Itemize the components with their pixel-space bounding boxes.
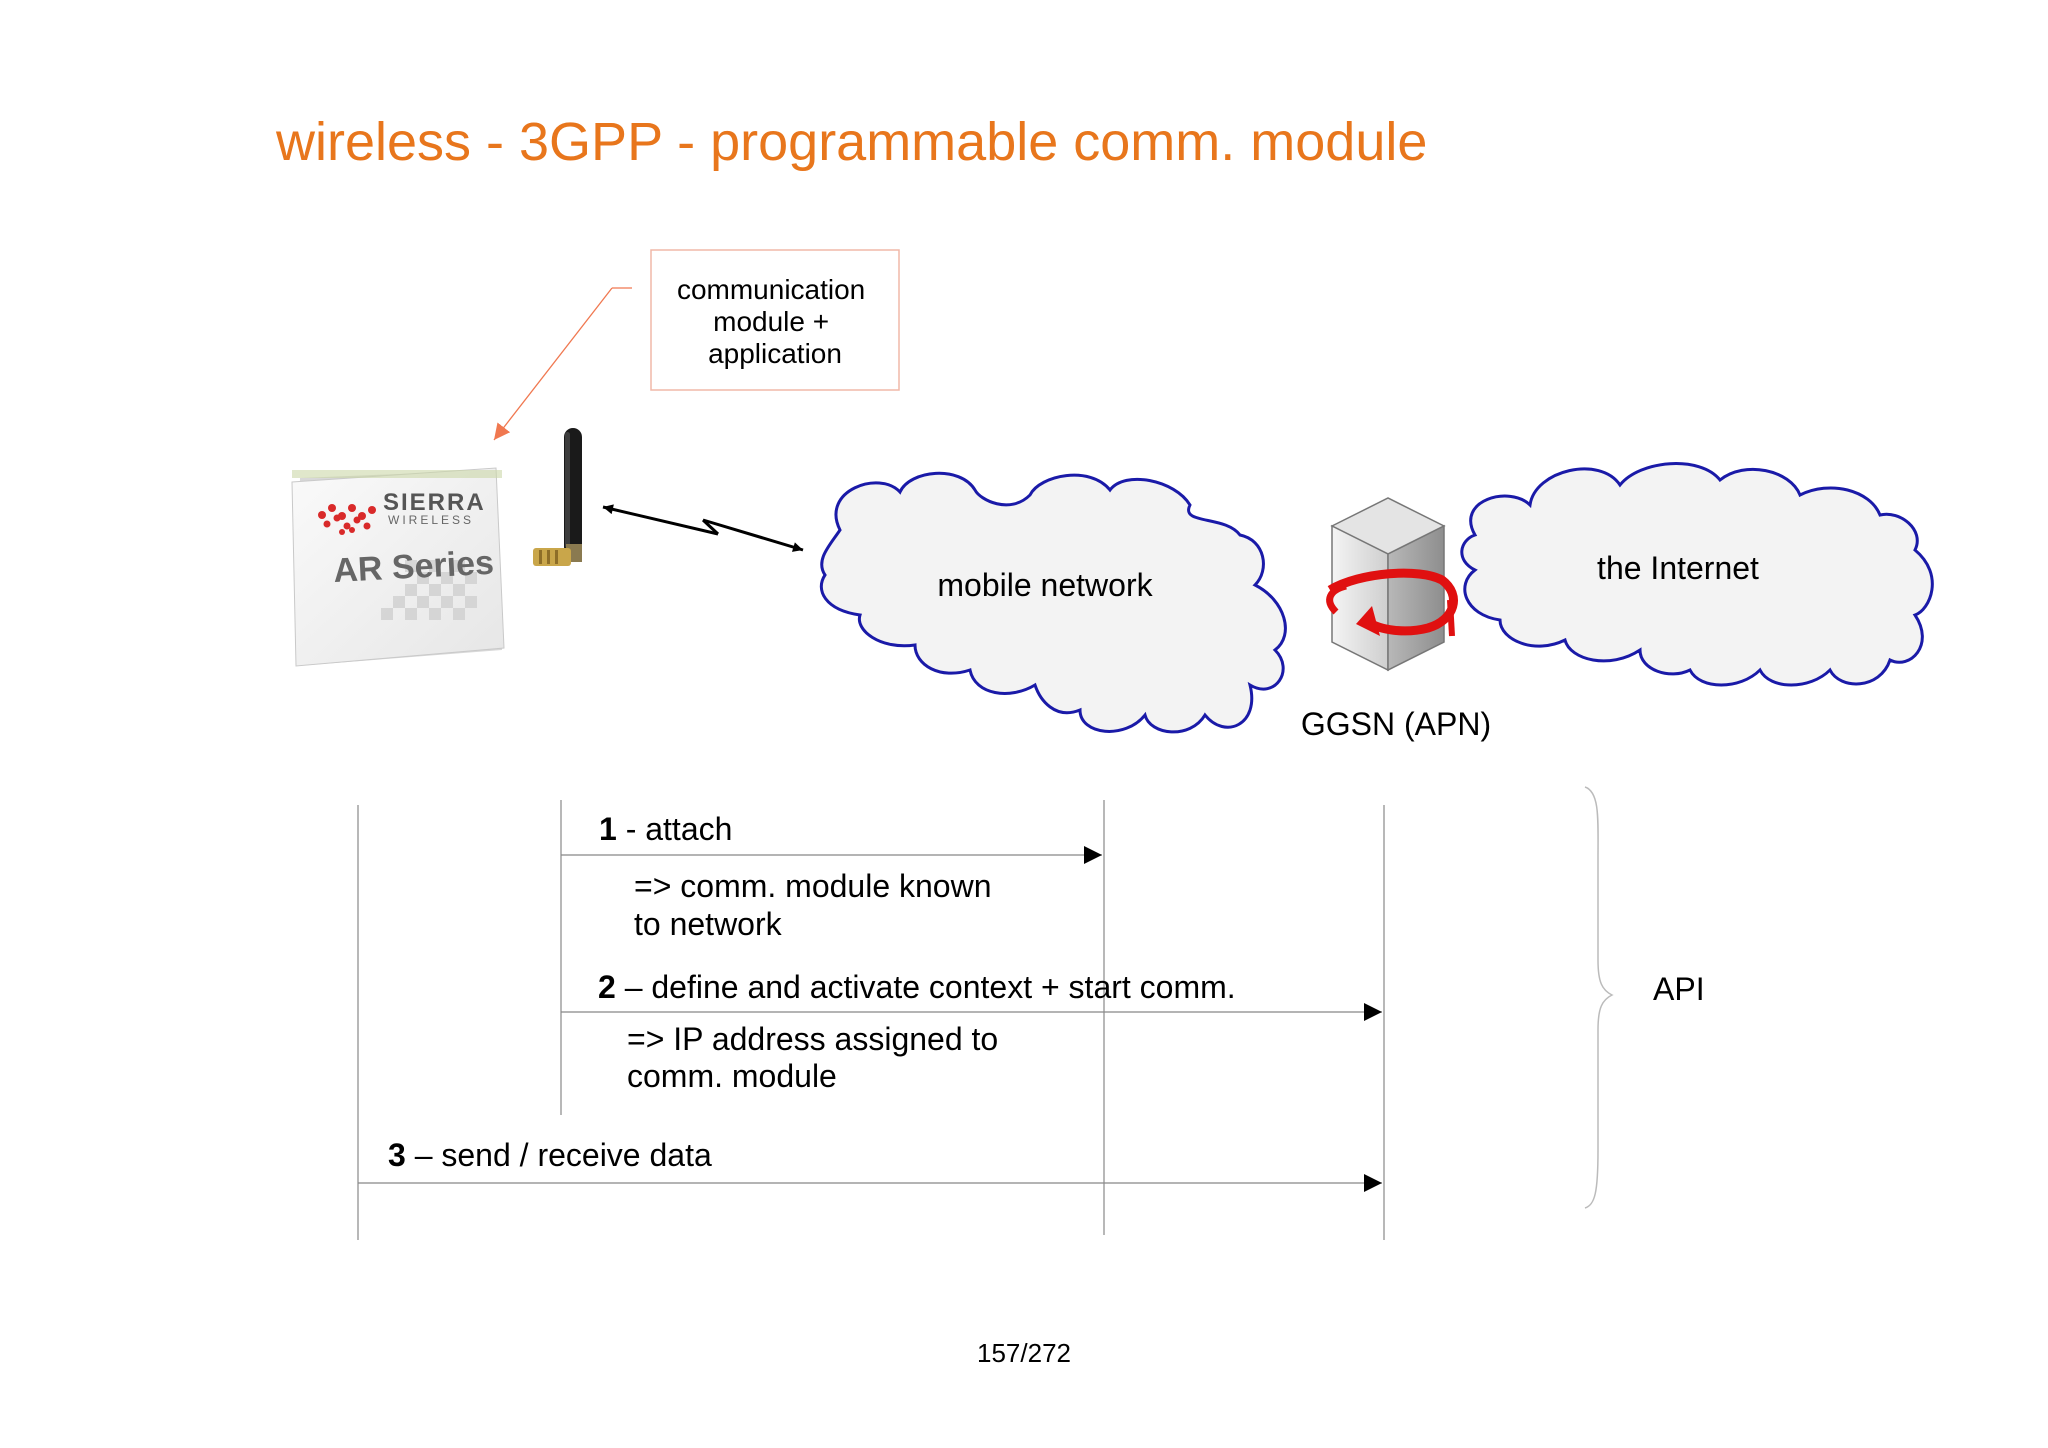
- callout-line: communication: [677, 274, 865, 305]
- callout-line: module +: [713, 306, 829, 337]
- internet-cloud: the Internet: [1460, 462, 1934, 687]
- step-result-line: to network: [634, 906, 783, 942]
- radio-link: [602, 504, 804, 552]
- step-result-line: => comm. module known: [634, 868, 992, 904]
- step-number: 1: [599, 811, 617, 847]
- svg-text:3 – send / receive data: 3 – send / receive data: [388, 1137, 712, 1173]
- device-model: AR Series: [332, 544, 494, 590]
- callout-arrow: [493, 287, 613, 441]
- svg-text:=> comm. module known to: => comm. module known to network: [634, 868, 1000, 942]
- device-brand-sub: WIRELESS: [388, 513, 474, 527]
- mobile-network-label: mobile network: [937, 567, 1153, 603]
- step-result-line: comm. module: [627, 1058, 837, 1094]
- step-text: – send / receive data: [406, 1137, 712, 1173]
- callout-line: application: [708, 338, 842, 369]
- callout: communication module + application: [493, 249, 900, 441]
- step-number: 2: [598, 969, 616, 1005]
- sequence-lifelines: [357, 800, 1385, 1240]
- sequence-step-1: 1 - attach => comm. module known to netw…: [561, 811, 1102, 942]
- page-number: 157/272: [977, 1338, 1071, 1368]
- slide-title: wireless - 3GPP - programmable comm. mod…: [275, 112, 1427, 172]
- ggsn-label: GGSN (APN): [1301, 706, 1491, 742]
- antenna-icon: [533, 428, 582, 566]
- internet-label: the Internet: [1597, 550, 1759, 586]
- step-result-line: => IP address assigned to: [627, 1021, 998, 1057]
- sequence-step-3: 3 – send / receive data: [358, 1137, 1382, 1192]
- svg-text:=> IP address assigned to: => IP address assigned to comm. module: [627, 1021, 1007, 1094]
- svg-text:2 – define and activate contex: 2 – define and activate context + start …: [598, 969, 1236, 1005]
- callout-box: [650, 249, 900, 391]
- api-label: API: [1653, 971, 1705, 1007]
- sierra-logo-icon: [318, 504, 376, 535]
- sequence-step-2: 2 – define and activate context + start …: [561, 969, 1382, 1094]
- mobile-network-cloud: mobile network: [819, 471, 1287, 734]
- ggsn-server-icon: [1326, 497, 1458, 672]
- device-brand: SIERRA: [383, 489, 486, 516]
- svg-text:1 - attach: 1 - attach: [599, 811, 732, 847]
- step-text: - attach: [617, 811, 733, 847]
- svg-text:communication module +: communication module + application: [677, 274, 873, 369]
- comm-module-image: SIERRA WIRELESS AR Series: [291, 467, 505, 667]
- step-text: – define and activate context + start co…: [616, 969, 1236, 1005]
- step-number: 3: [388, 1137, 406, 1173]
- api-brace: API: [1584, 786, 1705, 1209]
